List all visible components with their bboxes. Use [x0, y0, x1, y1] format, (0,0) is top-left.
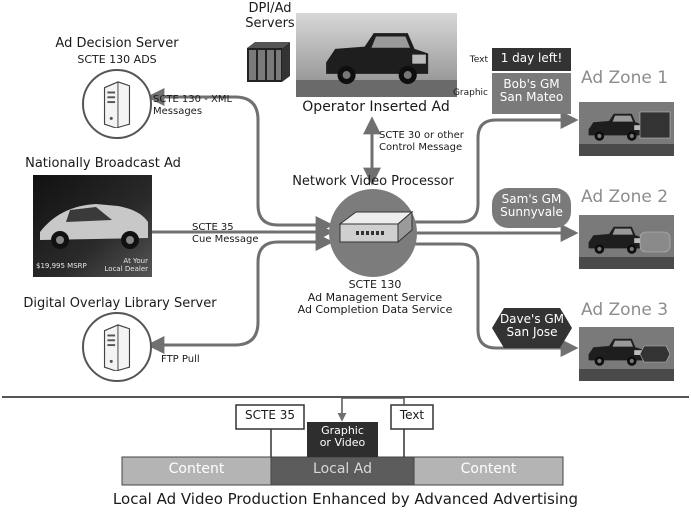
zone2-sign-badge	[492, 188, 571, 228]
zone3-sign-text: Dave's GM San Jose	[499, 312, 565, 340]
graphic-or-video-badge	[307, 422, 378, 457]
timeline-scte35-label: SCTE 35	[245, 408, 295, 422]
nationally-broadcast-ad-label: Nationally Broadcast Ad	[25, 156, 181, 171]
ad-zone-2-label: Ad Zone 2	[581, 187, 669, 207]
overlay-library-server-icon	[82, 312, 152, 382]
timeline-content-right	[413, 456, 564, 486]
timeline-segment-content-left: Content	[168, 461, 225, 477]
diagram-caption: Local Ad Video Production Enhanced by Ad…	[112, 490, 579, 508]
overlay-graphic-value: Bob's GM San Mateo	[499, 77, 564, 105]
arrow-ftp-pull	[146, 233, 334, 354]
ad-zone-2-thumbnail	[579, 215, 674, 269]
scte30-control-label: SCTE 30 or other Control Message	[379, 130, 464, 153]
ad-decision-server-icon	[82, 69, 152, 139]
text-to-graphic-arrow	[337, 397, 405, 422]
scte35-box	[235, 404, 305, 430]
ad-zone-3-label: Ad Zone 3	[581, 300, 669, 320]
scte35-cue-label: SCTE 35 Cue Message	[192, 222, 259, 245]
ad-decision-server-label: Ad Decision Server	[55, 36, 179, 51]
timeline-local-ad	[270, 456, 415, 486]
ad-zone-3-thumbnail	[579, 327, 674, 381]
operator-ad-image	[296, 13, 457, 97]
ftp-pull-label: FTP Pull	[161, 354, 200, 365]
arrow-ads-to-processor	[146, 88, 334, 234]
dpi-servers-label: DPI/Ad Servers	[245, 1, 295, 31]
zone3-sign-badge	[492, 308, 572, 348]
operator-inserted-ad-label: Operator Inserted Ad	[302, 99, 450, 115]
overlay-library-server-label: Digital Overlay Library Server	[23, 296, 217, 311]
graphic-or-video-label: Graphic or Video	[319, 424, 366, 450]
overlay-graphic-label: Graphic	[452, 88, 488, 98]
timeline-text-label: Text	[399, 408, 425, 422]
national-ad-dealer: At Your Local Dealer	[104, 257, 148, 274]
scte130-xml-label: SCTE 130 - XML Messages	[153, 94, 233, 117]
overlay-text-value: 1 day left!	[500, 51, 563, 65]
processor-services-label: SCTE 130 Ad Management Service Ad Comple…	[297, 278, 453, 317]
network-video-processor-label: Network Video Processor	[292, 174, 454, 189]
overlay-text-label: Text	[469, 55, 488, 65]
overlay-graphic-badge	[492, 73, 571, 114]
ad-decision-server-sublabel: SCTE 130 ADS	[77, 53, 157, 66]
dpi-servers-icon	[247, 42, 290, 82]
arrows-to-zones	[413, 111, 579, 357]
text-box	[390, 404, 434, 430]
ad-zone-1-label: Ad Zone 1	[581, 68, 669, 88]
overlay-text-badge	[492, 48, 571, 71]
national-ad-image	[33, 175, 152, 277]
ad-zone-1-thumbnail	[579, 102, 674, 156]
timeline-segment-local-ad: Local Ad	[313, 461, 372, 477]
network-video-processor-icon	[329, 189, 417, 277]
timeline-segment-content-right: Content	[460, 461, 517, 477]
zone2-sign-text: Sam's GM Sunnyvale	[500, 192, 563, 220]
national-ad-price: $19,995 MSRP	[36, 262, 87, 270]
timeline-content-left	[121, 456, 272, 486]
